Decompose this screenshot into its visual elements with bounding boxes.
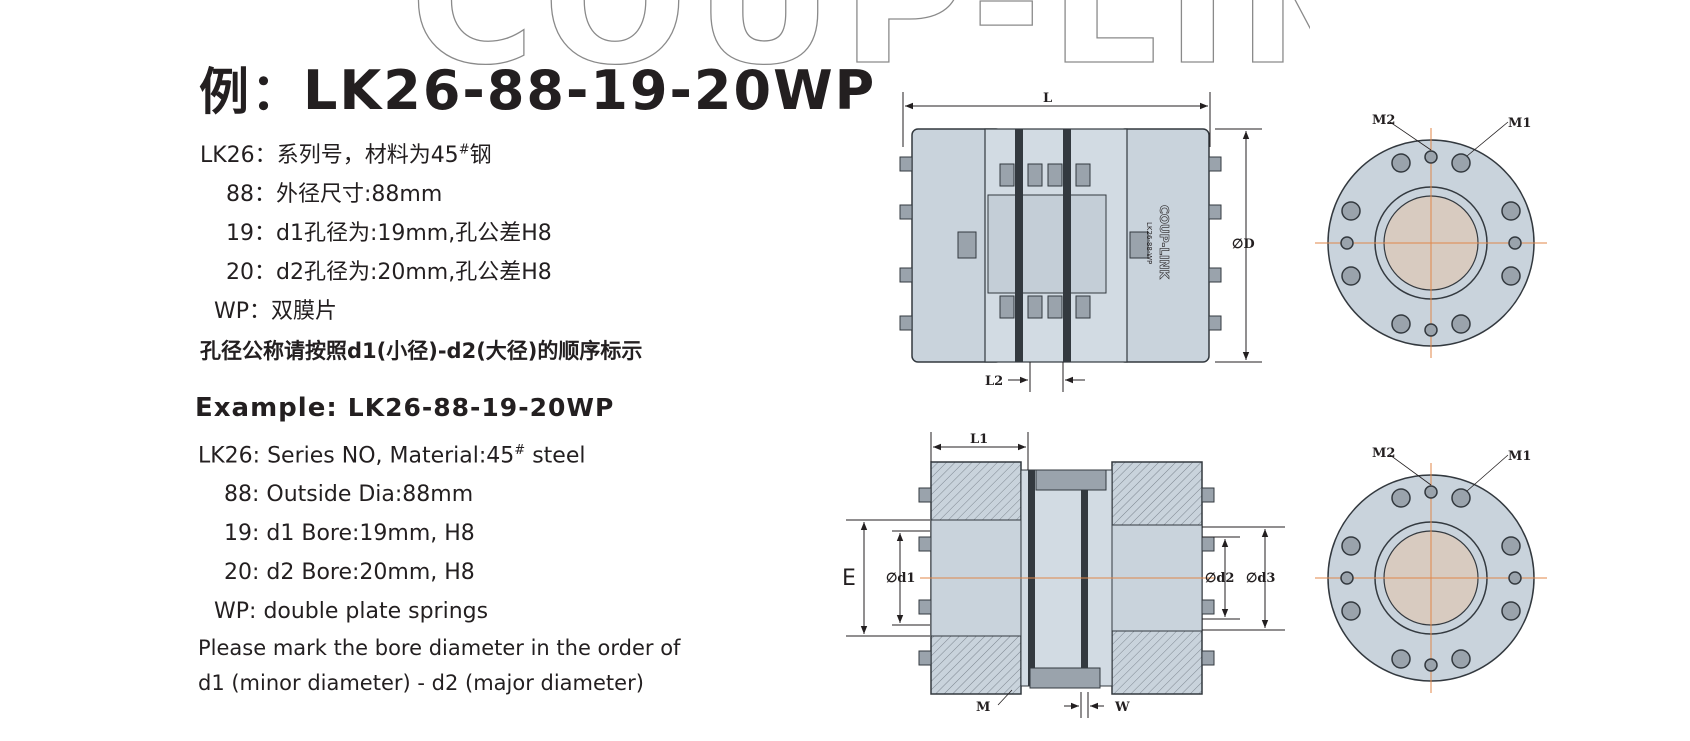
cn-row-desc: 双膜片: [271, 299, 338, 324]
hub-model-label: LK26-88-WP: [1145, 222, 1153, 264]
label-M1-top: M1: [1508, 116, 1531, 131]
dim-d2: ∅d2: [1205, 571, 1234, 586]
en-row-d1: 19: d1 Bore:19mm, H8: [224, 521, 475, 546]
dim-L2: L2: [985, 374, 1003, 389]
en-row-code: 88:: [224, 482, 267, 507]
en-row-desc: double plate springs: [263, 599, 489, 624]
english-example-prefix: Example:: [195, 393, 348, 423]
en-row-desc: Outside Dia:88mm: [266, 482, 474, 507]
en-bore-note-line1: Please mark the bore diameter in the ord…: [198, 636, 681, 660]
dim-L1: L1: [970, 432, 988, 447]
en-row-outside-dia: 88: Outside Dia:88mm: [224, 482, 473, 507]
hub-brand-label: COUP-LINK: [1157, 205, 1171, 279]
en-row-desc: Series NO, Material:45: [267, 443, 515, 469]
english-example-model: LK26-88-19-20WP: [347, 393, 615, 422]
en-row-desc: d2 Bore:20mm, H8: [266, 560, 475, 585]
cn-row-wp: WP：双膜片: [214, 293, 337, 325]
label-M1-bottom: M1: [1508, 449, 1531, 464]
en-row-code: 19:: [224, 521, 267, 546]
cn-row-series: LK26：系列号，材料为45#钢: [200, 137, 492, 169]
bottom-dimensions: L1 E ∅d1 ∅d2 ∅d3 M W: [842, 432, 1285, 718]
cn-bore-note: 孔径公称请按照d1(小径)-d2(大径)的顺序标示: [200, 339, 643, 363]
spacer-window: [987, 194, 1107, 294]
top-dimensions: L ∅D L2: [902, 91, 1262, 392]
end-view-bottom: M2 M1: [1315, 446, 1547, 693]
disc-pack-right: [1063, 129, 1071, 362]
cn-row-desc: d2孔径为:20mm,孔公差H8: [276, 260, 552, 285]
dim-D: ∅D: [1232, 237, 1255, 252]
cn-row-d2: 20：d2孔径为:20mm,孔公差H8: [226, 254, 552, 286]
cn-row-code: 19：: [226, 221, 276, 246]
english-example-title: Example: LK26-88-19-20WP: [195, 393, 614, 423]
en-row-wp: WP: double plate springs: [214, 599, 488, 624]
disc-pack-left: [1015, 129, 1023, 362]
dim-M: M: [976, 700, 990, 715]
cn-row-d1: 19：d1孔径为:19mm,孔公差H8: [226, 215, 552, 247]
coupling-side-view: COUP-LINK LK26-88-WP: [899, 128, 1222, 363]
en-bore-note-line2: d1 (minor diameter) - d2 (major diameter…: [198, 671, 644, 695]
watermark-text: COUP-LINK: [410, 0, 1310, 102]
coupling-technical-drawings: COUP-LINK LK26-88-WP L ∅D L2: [842, 91, 1547, 718]
coup-link-watermark: COUP-LINK ®: [410, 0, 1310, 102]
coupling-section-view: [918, 461, 1215, 695]
cn-row-desc: d1孔径为:19mm,孔公差H8: [276, 221, 552, 246]
en-row-code: 20:: [224, 560, 267, 585]
en-row-desc-after: steel: [525, 443, 586, 469]
en-row-series: LK26: Series NO, Material:45# steel: [198, 443, 585, 468]
cn-row-code: LK26：: [200, 143, 277, 168]
dim-W: W: [1114, 700, 1130, 715]
en-row-code: LK26:: [198, 443, 268, 469]
dim-d3: ∅d3: [1246, 571, 1275, 586]
chinese-example-model: LK26-88-19-20WP: [303, 59, 877, 122]
cn-row-sup: #: [458, 142, 470, 158]
label-M2-top: M2: [1372, 113, 1395, 128]
en-row-d2: 20: d2 Bore:20mm, H8: [224, 560, 475, 585]
spacer-bolt-bottom: [1029, 667, 1101, 689]
spacer-bolt-top: [1035, 469, 1107, 491]
cn-row-code: WP：: [214, 299, 272, 324]
dim-E: E: [842, 566, 856, 591]
chinese-example-title: 例：LK26-88-19-20WP: [199, 52, 876, 124]
cn-row-code: 20：: [226, 260, 276, 285]
en-row-desc: d1 Bore:19mm, H8: [266, 521, 475, 546]
dim-L: L: [1043, 91, 1052, 106]
cn-row-desc-after: 钢: [469, 143, 492, 168]
en-row-sup: #: [514, 443, 526, 458]
cn-row-desc: 系列号，材料为45: [276, 143, 459, 168]
en-row-code: WP:: [214, 599, 264, 624]
chinese-example-prefix: 例：: [199, 63, 303, 121]
end-view-top: M2 M1: [1315, 113, 1547, 358]
cn-row-outside-dia: 88：外径尺寸:88mm: [226, 176, 442, 208]
cn-row-desc: 外径尺寸:88mm: [276, 182, 443, 207]
dim-d1: ∅d1: [886, 571, 915, 586]
label-M2-bottom: M2: [1372, 446, 1395, 461]
cn-row-code: 88：: [226, 182, 276, 207]
